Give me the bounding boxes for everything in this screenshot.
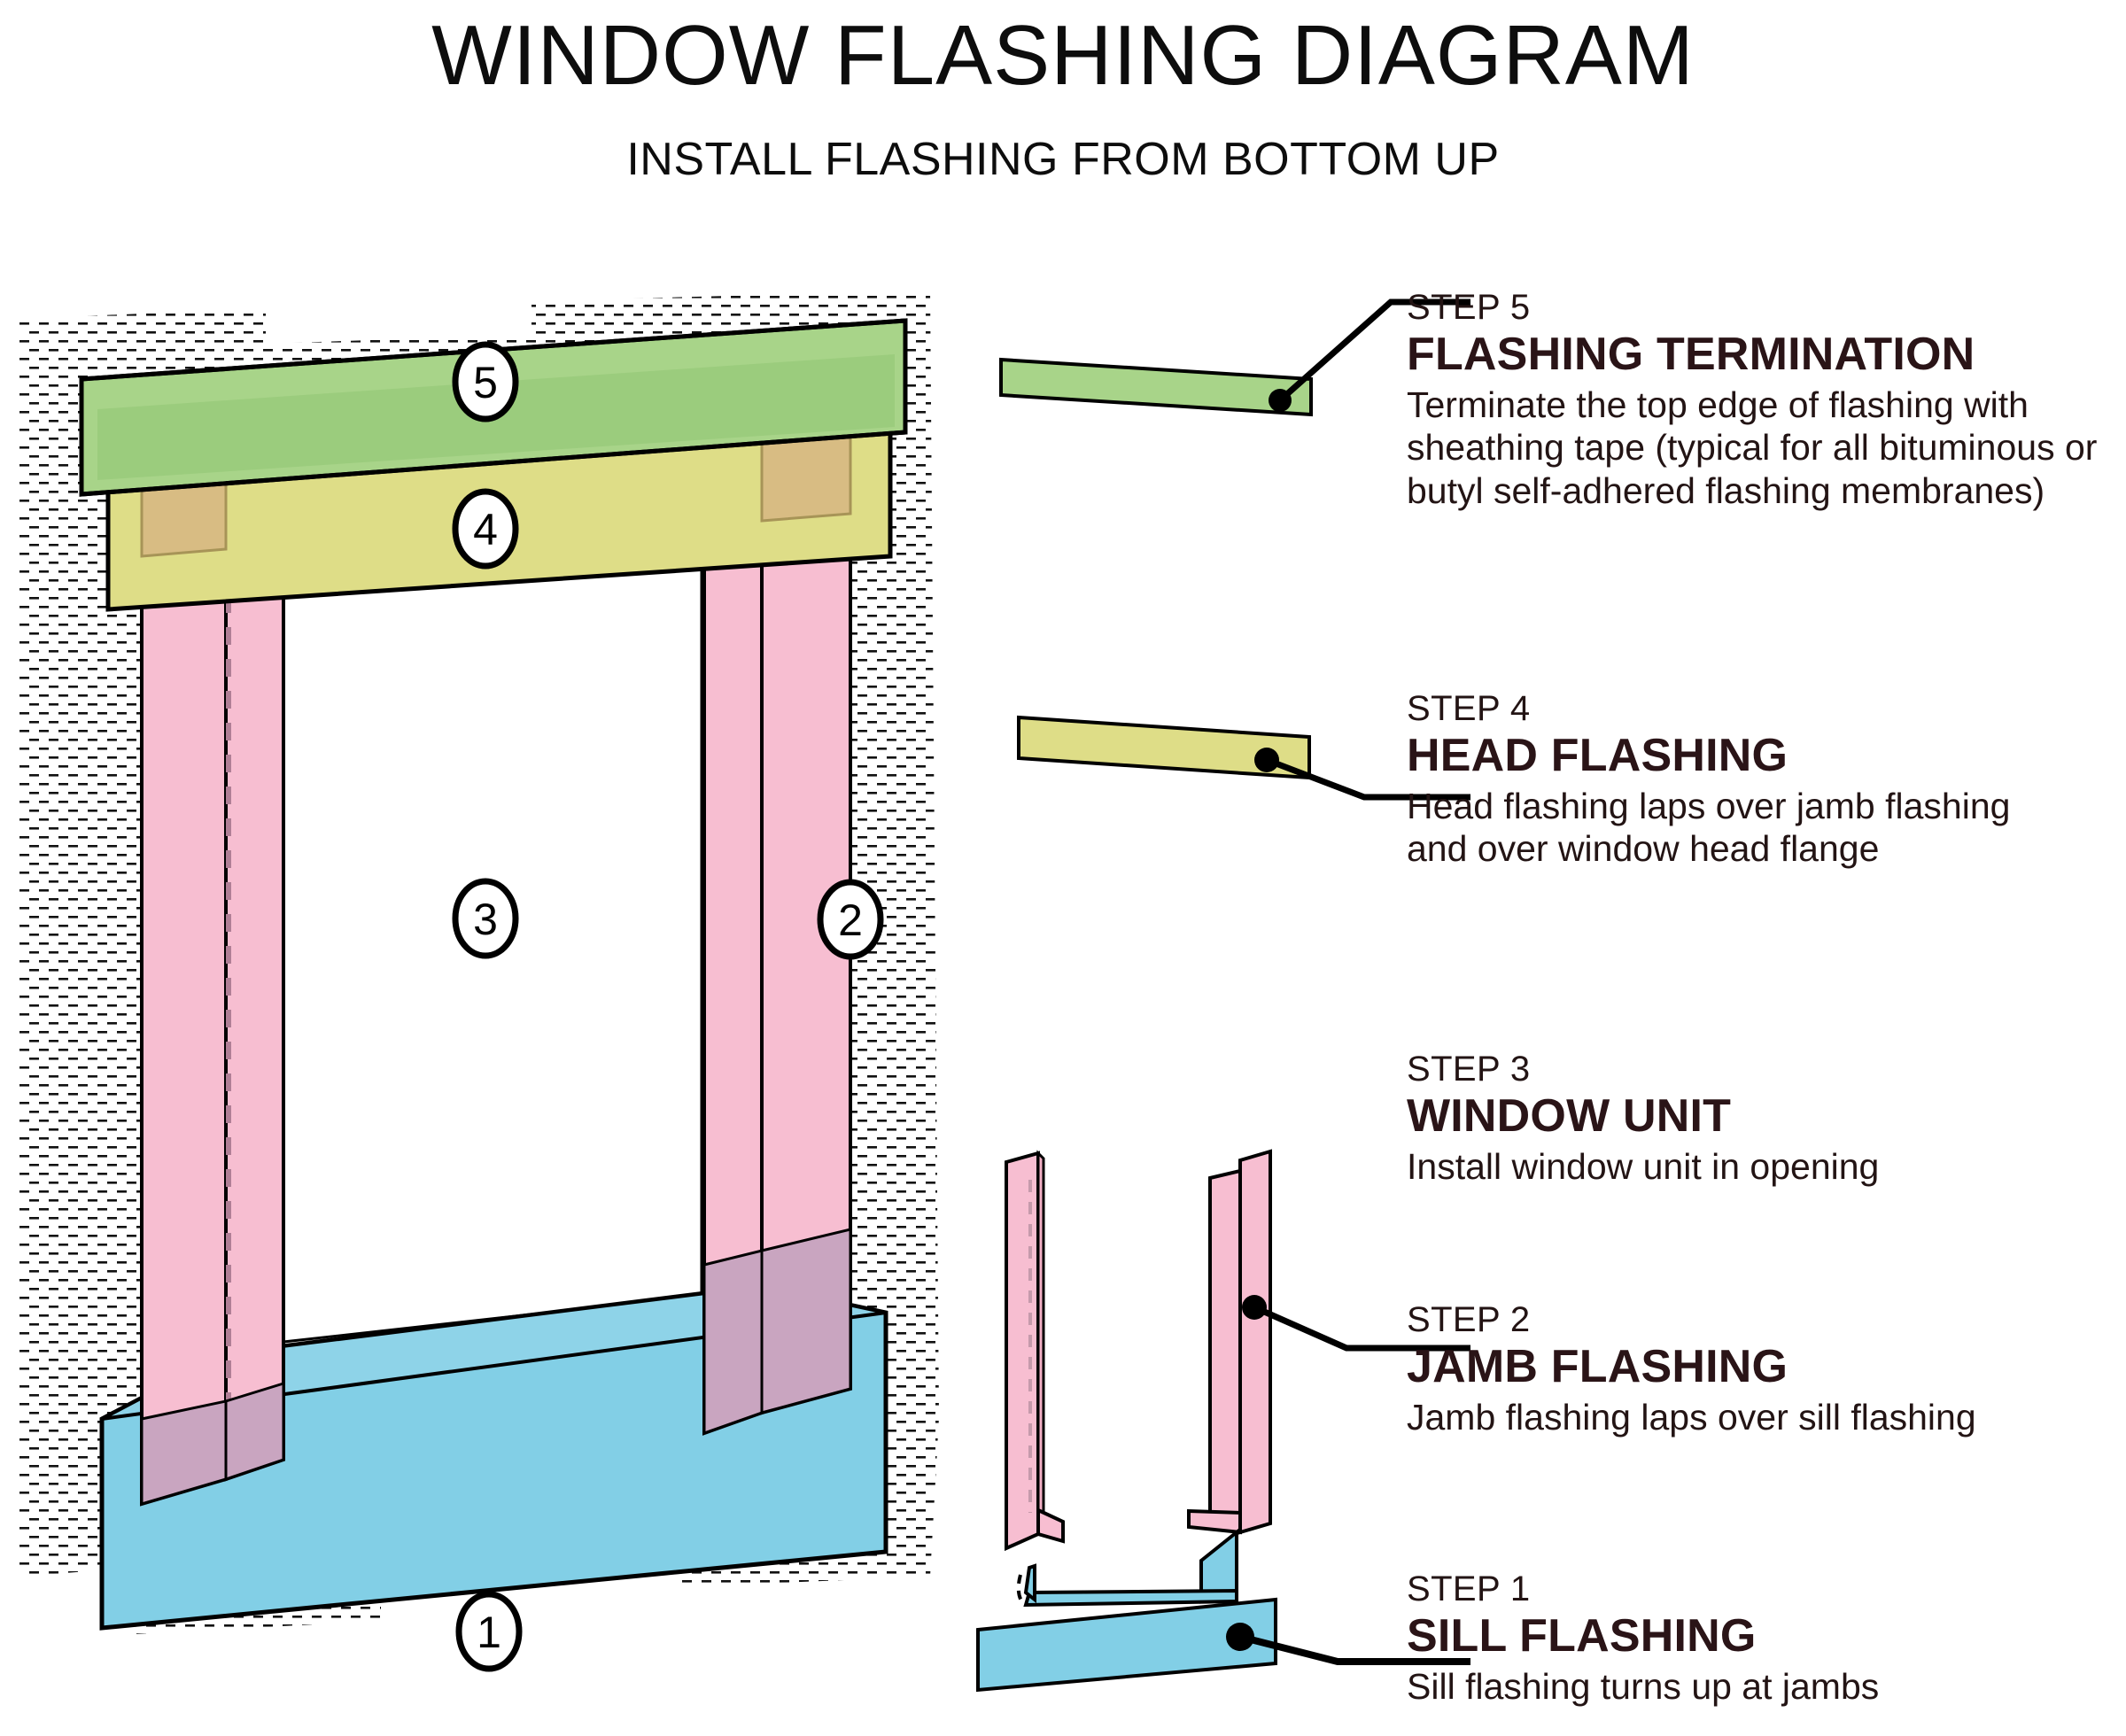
callout-marker-3: 3 xyxy=(452,878,519,959)
legend-tape-piece xyxy=(999,298,1470,417)
callout-marker-4: 4 xyxy=(452,488,519,570)
step-2-number: STEP 2 xyxy=(1407,1300,1531,1339)
step-block-5: STEP 5 FLASHING TERMINATION Terminate th… xyxy=(1407,288,2115,512)
leader-line-step2 xyxy=(1253,1304,1470,1352)
page-title: WINDOW FLASHING DIAGRAM xyxy=(431,8,1695,103)
step-2-body: Jamb flashing laps over sill flashing xyxy=(1407,1396,1976,1438)
sill-flashing-shape xyxy=(99,1283,888,1631)
step-block-1: STEP 1 SILL FLASHING Sill flashing turns… xyxy=(1407,1569,2115,1708)
callout-4-label: 4 xyxy=(473,505,498,554)
callout-2-label: 2 xyxy=(838,895,863,945)
callout-3-label: 3 xyxy=(473,895,498,944)
callout-marker-1: 1 xyxy=(455,1591,523,1672)
jamb-flashing-left xyxy=(140,500,285,1507)
callout-marker-5: 5 xyxy=(452,341,519,422)
legend-part-illustrations xyxy=(976,298,1470,1693)
callout-5-label: 5 xyxy=(473,358,498,407)
step-5-body: Terminate the top edge of flashing with … xyxy=(1407,384,2098,511)
callout-1-label: 1 xyxy=(477,1608,501,1657)
step-3-number: STEP 3 xyxy=(1407,1050,1531,1089)
step-block-4: STEP 4 HEAD FLASHING Head flashing laps … xyxy=(1407,689,2045,871)
step-4-number: STEP 4 xyxy=(1407,689,1531,728)
step-1-body: Sill flashing turns up at jambs xyxy=(1407,1665,1880,1707)
step-5-number: STEP 5 xyxy=(1407,288,1531,327)
callout-marker-2: 2 xyxy=(817,879,884,960)
leader-line-step4 xyxy=(1265,756,1470,801)
step-4-heading: HEAD FLASHING xyxy=(1407,729,1788,781)
step-4-body: Head flashing laps over jamb flashing an… xyxy=(1407,785,2011,870)
step-3-body: Install window unit in opening xyxy=(1407,1145,1880,1187)
step-block-2: STEP 2 JAMB FLASHING Jamb flashing laps … xyxy=(1407,1300,2115,1438)
legend-jamb-flashing-piece-right xyxy=(1187,1149,1470,1535)
step-5-heading: FLASHING TERMINATION xyxy=(1407,328,1975,380)
leader-line-step5 xyxy=(1277,298,1470,403)
legend-sill-flashing-piece xyxy=(976,1528,1470,1693)
step-1-heading: SILL FLASHING xyxy=(1407,1609,1757,1662)
step-3-heading: WINDOW UNIT xyxy=(1407,1089,1732,1142)
legend-head-flashing-piece xyxy=(1017,715,1470,801)
step-2-heading: JAMB FLASHING xyxy=(1407,1340,1788,1392)
leader-line-step1 xyxy=(1239,1633,1470,1665)
step-1-number: STEP 1 xyxy=(1407,1569,1531,1608)
step-block-3: STEP 3 WINDOW UNIT Install window unit i… xyxy=(1407,1050,2080,1188)
legend-jamb-flashing-piece-left xyxy=(1005,1150,1065,1552)
window-assembly-illustration: 5 4 3 2 1 xyxy=(19,291,939,1672)
page-subtitle: INSTALL FLASHING FROM BOTTOM UP xyxy=(626,134,1500,185)
